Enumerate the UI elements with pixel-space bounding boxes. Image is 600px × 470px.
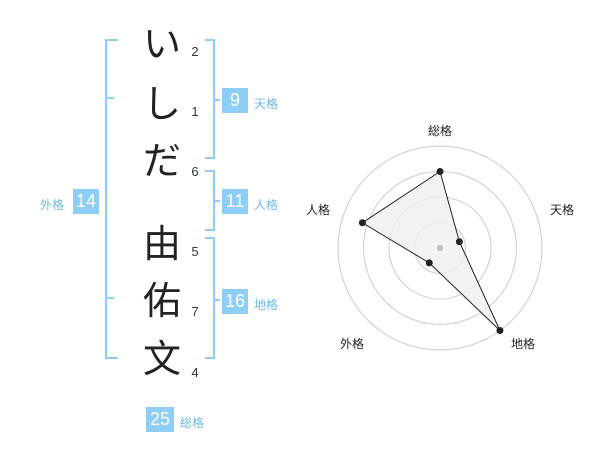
name-char: い bbox=[142, 22, 181, 66]
radar-point-2 bbox=[496, 327, 504, 335]
tenkaku-label: 天格 bbox=[254, 97, 279, 111]
stroke-count: 7 bbox=[191, 304, 199, 319]
chikaku-bracket bbox=[205, 237, 215, 359]
stroke-count: 4 bbox=[191, 365, 199, 380]
radar-axis-label: 天格 bbox=[549, 203, 574, 217]
radar-axis-label: 外格 bbox=[339, 337, 364, 351]
stroke-count: 1 bbox=[191, 104, 199, 119]
chikaku-label: 地格 bbox=[254, 298, 279, 312]
radar-point-4 bbox=[358, 219, 366, 227]
radar-axis-label: 地格 bbox=[510, 337, 535, 351]
radar-axis-label: 総格 bbox=[427, 124, 452, 138]
name-char: し bbox=[142, 82, 181, 126]
radar-point-0 bbox=[436, 168, 444, 175]
gaikaku-label: 外格 bbox=[40, 198, 65, 212]
radar-point-1 bbox=[455, 238, 463, 246]
name-char: 由 bbox=[142, 222, 181, 266]
soukaku-value: 25 bbox=[146, 407, 174, 432]
tenkaku-value: 9 bbox=[222, 88, 248, 113]
radar-point-3 bbox=[425, 259, 433, 267]
stroke-count: 5 bbox=[191, 244, 199, 259]
radar-center-dot bbox=[437, 245, 443, 251]
jinkaku-label: 人格 bbox=[254, 198, 279, 212]
radar-axis-label: 人格 bbox=[305, 203, 330, 217]
radar-grid-ring bbox=[337, 145, 543, 351]
chikaku-value: 16 bbox=[222, 289, 248, 314]
name-char: 文 bbox=[142, 337, 181, 381]
gaikaku-bracket bbox=[105, 39, 118, 359]
soukaku-label: 総格 bbox=[180, 416, 205, 430]
name-char: だ bbox=[142, 139, 181, 183]
gaikaku-value: 14 bbox=[73, 189, 99, 214]
radar-data-polygon bbox=[361, 170, 501, 331]
stroke-count: 6 bbox=[191, 164, 199, 179]
stroke-count: 2 bbox=[191, 44, 199, 59]
name-char: 佑 bbox=[142, 279, 181, 323]
jinkaku-value: 11 bbox=[222, 189, 248, 214]
